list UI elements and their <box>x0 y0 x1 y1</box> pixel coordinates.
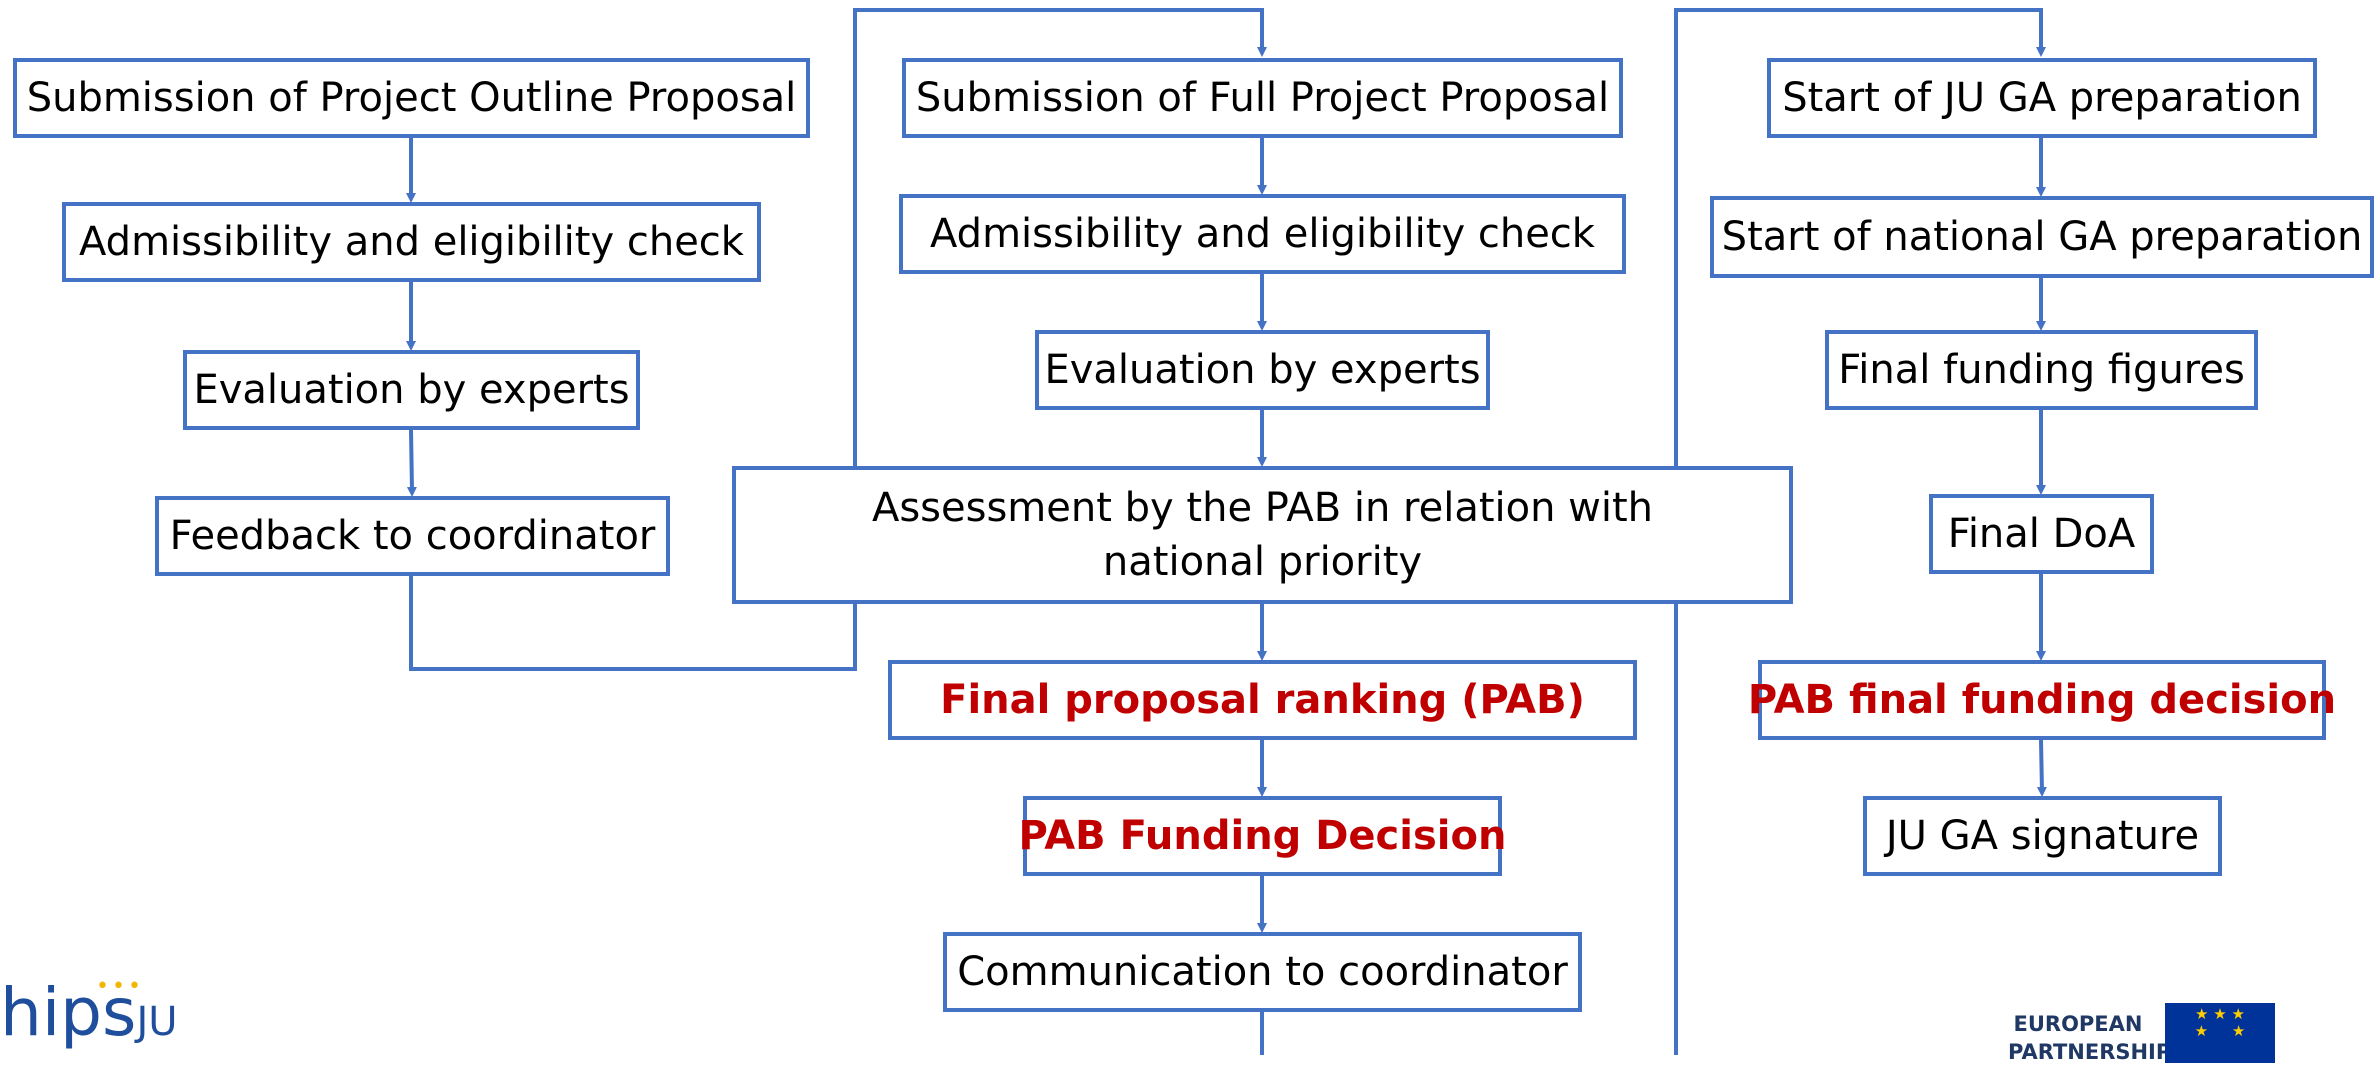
arrow-c3-5 <box>2036 739 2047 797</box>
logo-dots-icon: ••• <box>96 974 144 999</box>
connector-feedback-to-phase2 <box>409 8 1267 671</box>
node-outline-submission: Submission of Project Outline Proposal <box>13 58 810 138</box>
node-feedback: Feedback to coordinator <box>155 496 670 576</box>
node-final-doa: Final DoA <box>1929 494 2154 574</box>
node-ju-ga-signature: JU GA signature <box>1863 796 2222 876</box>
node-final-funding-decision: PAB final funding decision <box>1748 660 2336 740</box>
node-c2-admissibility: Admissibility and eligibility check <box>899 194 1626 274</box>
node-funding-decision: PAB Funding Decision <box>1019 796 1506 876</box>
node-full-submission: Submission of Full Project Proposal <box>902 58 1623 138</box>
node-national-ga-preparation: Start of national GA preparation <box>1710 196 2374 278</box>
node-communication: Communication to coordinator <box>943 932 1582 1012</box>
eu-stars-icon: ★ ★ ★★ ★ <box>2194 1005 2246 1040</box>
node-c1-admissibility: Admissibility and eligibility check <box>62 202 761 282</box>
node-final-ranking: Final proposal ranking (PAB) <box>888 660 1637 740</box>
chips-ju-logo: hipsJU ••• <box>0 974 178 1051</box>
node-ju-ga-preparation: Start of JU GA preparation <box>1767 58 2317 138</box>
node-c1-evaluation: Evaluation by experts <box>183 350 640 430</box>
node-pab-assessment: Assessment by the PAB in relation with n… <box>732 466 1793 604</box>
eu-partnership-text: EUROPEAN PARTNERSHIP <box>2008 1012 2172 1065</box>
node-c2-evaluation: Evaluation by experts <box>1035 330 1490 410</box>
arrow-c1-3 <box>406 429 417 497</box>
eu-flag-icon <box>2165 1003 2275 1063</box>
node-final-funding-figures: Final funding figures <box>1825 330 2258 410</box>
